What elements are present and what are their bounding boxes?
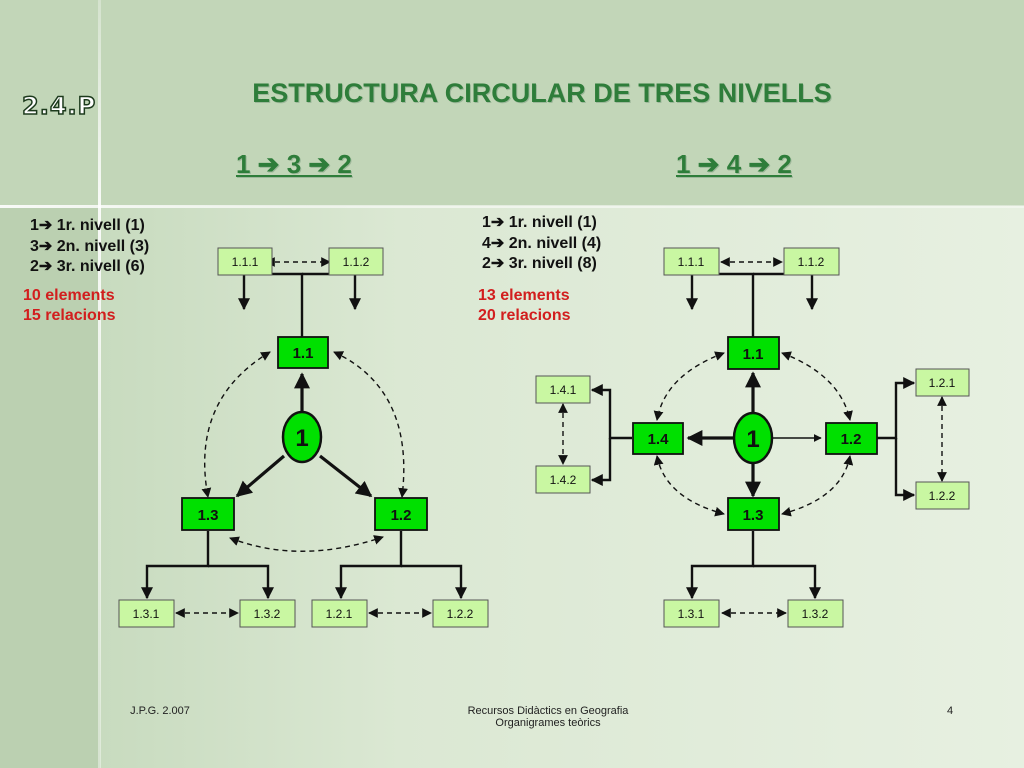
- node-1.2.2: 1.2.2: [432, 599, 489, 628]
- svg-text:1.1.1: 1.1.1: [232, 255, 259, 269]
- node-1.4: 1.4: [632, 422, 684, 455]
- relations-count: 15 relacions: [23, 307, 116, 324]
- connector: [753, 564, 821, 600]
- svg-text:1.1: 1.1: [293, 345, 314, 362]
- svg-text:1.2: 1.2: [391, 507, 412, 524]
- connector: [686, 531, 755, 600]
- svg-text:1.3.1: 1.3.1: [133, 607, 160, 621]
- connector: [335, 531, 403, 600]
- right-legend: 1➔ 1r. nivell (1) 4➔ 2n. nivell (4) 2➔ 3…: [482, 213, 601, 275]
- connector: [208, 564, 274, 600]
- divider-horizontal: [0, 205, 1024, 208]
- node-1.2.1: 1.2.1: [915, 368, 970, 397]
- svg-text:1: 1: [746, 426, 759, 453]
- connector: [894, 438, 916, 501]
- node-1.2.1: 1.2.1: [311, 599, 368, 628]
- node-1.1: 1.1: [727, 336, 780, 370]
- svg-text:1.1.2: 1.1.2: [798, 255, 825, 269]
- connector: [319, 454, 373, 498]
- svg-text:1.3.2: 1.3.2: [802, 607, 829, 621]
- svg-text:1.1.1: 1.1.1: [678, 255, 705, 269]
- svg-text:1.3: 1.3: [743, 507, 764, 524]
- left-legend: 1➔ 1r. nivell (1) 3➔ 2n. nivell (3) 2➔ 3…: [30, 216, 149, 278]
- relation-dashed: [781, 455, 854, 517]
- relation-dashed: [653, 351, 725, 421]
- node-1.2.2: 1.2.2: [915, 481, 970, 510]
- slide-title: ESTRUCTURA CIRCULAR DE TRES NIVELLS: [252, 78, 832, 108]
- svg-text:1.2.2: 1.2.2: [929, 489, 956, 503]
- footer-author: J.P.G. 2.007: [130, 705, 190, 717]
- node-1.1.2: 1.1.2: [783, 247, 840, 276]
- svg-text:1.4.2: 1.4.2: [550, 473, 577, 487]
- svg-text:1.2.2: 1.2.2: [447, 607, 474, 621]
- relation-dashed: [781, 351, 853, 421]
- footer-title-line: Organigrames teòrics: [495, 717, 601, 729]
- node-1.3.2: 1.3.2: [239, 599, 296, 628]
- connector: [401, 564, 467, 600]
- left-diagram: 1.1.1 1.1.2 1.1 1 1.3 1.2 1.3.1 1.3.2 1.…: [118, 247, 489, 628]
- relations-count: 20 relacions: [478, 307, 571, 324]
- connector: [235, 454, 286, 498]
- connector: [590, 438, 612, 486]
- top-band: [0, 0, 1024, 206]
- relation-dashed: [229, 535, 384, 552]
- node-center-1: 1: [281, 410, 323, 464]
- right-heading: 1 ➔ 4 ➔ 2: [676, 149, 792, 179]
- node-1.3.1: 1.3.1: [663, 599, 720, 628]
- right-counts: 13 elements 20 relacions: [478, 286, 571, 326]
- node-1.2: 1.2: [825, 422, 878, 455]
- svg-text:1.3: 1.3: [198, 507, 219, 524]
- node-1.3: 1.3: [181, 497, 235, 531]
- node-1.1.2: 1.1.2: [328, 247, 384, 276]
- legend-line: 2➔ 3r. nivell (6): [30, 258, 145, 275]
- svg-text:1.1: 1.1: [743, 346, 764, 363]
- elements-count: 13 elements: [478, 287, 570, 304]
- legend-line: 2➔ 3r. nivell (8): [482, 255, 597, 272]
- svg-text:1.2.1: 1.2.1: [929, 376, 956, 390]
- elements-count: 10 elements: [23, 287, 115, 304]
- svg-text:1.3.1: 1.3.1: [678, 607, 705, 621]
- svg-text:1.4.1: 1.4.1: [550, 383, 577, 397]
- node-1.2: 1.2: [374, 497, 428, 531]
- connector: [876, 377, 916, 440]
- footer-title-line: Recursos Didàctics en Geografia: [467, 705, 629, 717]
- node-center-1: 1: [732, 411, 774, 465]
- node-1.3: 1.3: [727, 497, 780, 531]
- svg-text:1.1.2: 1.1.2: [343, 255, 370, 269]
- connector: [141, 531, 210, 600]
- connector: [753, 272, 818, 311]
- legend-line: 3➔ 2n. nivell (3): [30, 237, 150, 255]
- svg-text:1.2.1: 1.2.1: [326, 607, 353, 621]
- relation-dashed: [653, 455, 725, 517]
- svg-text:1: 1: [295, 425, 308, 452]
- node-1.3.2: 1.3.2: [787, 599, 844, 628]
- connector: [238, 272, 304, 337]
- node-1.4.1: 1.4.1: [535, 375, 591, 404]
- legend-line: 4➔ 2n. nivell (4): [482, 234, 602, 252]
- right-diagram: 1.1.1 1.1.2 1.1 1.4.1 1.4.2 1.2.1 1.2.2 …: [535, 247, 970, 628]
- node-1.1: 1.1: [277, 336, 329, 369]
- relation-dashed: [333, 351, 408, 498]
- node-1.1.1: 1.1.1: [663, 247, 720, 276]
- connector: [590, 384, 632, 440]
- legend-line: 1➔ 1r. nivell (1): [30, 217, 145, 234]
- legend-line: 1➔ 1r. nivell (1): [482, 214, 597, 231]
- svg-text:1.4: 1.4: [648, 431, 670, 448]
- node-1.4.2: 1.4.2: [535, 465, 591, 494]
- connector: [686, 272, 755, 337]
- left-heading: 1 ➔ 3 ➔ 2: [236, 149, 352, 179]
- page-number: 4: [946, 705, 954, 717]
- left-counts: 10 elements 15 relacions: [23, 286, 116, 326]
- svg-text:1.2: 1.2: [841, 431, 862, 448]
- svg-text:1.3.2: 1.3.2: [254, 607, 281, 621]
- node-1.3.1: 1.3.1: [118, 599, 175, 628]
- connector: [302, 272, 361, 311]
- relation-dashed: [201, 351, 271, 498]
- node-1.1.1: 1.1.1: [217, 247, 273, 276]
- footer-title: Recursos Didàctics en Geografia Organigr…: [420, 705, 676, 729]
- divider-vertical: [98, 0, 101, 768]
